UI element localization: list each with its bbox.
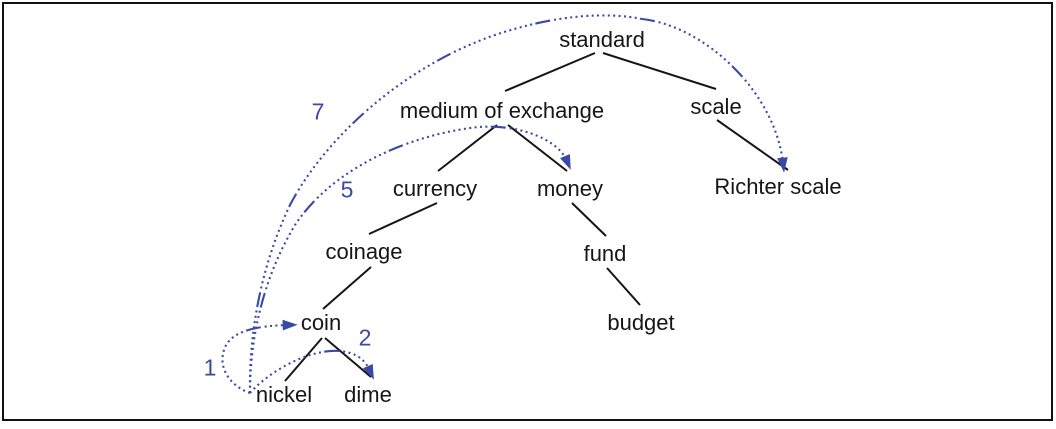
node-richter-scale: Richter scale <box>714 174 842 199</box>
arc-nickel-to-dime <box>249 349 374 394</box>
edge-fund-budget <box>606 267 641 306</box>
edge-money-fund <box>571 202 607 237</box>
node-dime: dime <box>344 382 392 407</box>
edge-standard-medium-of-exchange <box>504 52 596 92</box>
node-medium-of-exchange: medium of exchange <box>399 98 605 123</box>
arc-nickel-to-coin <box>221 319 298 394</box>
node-coinage: coinage <box>325 239 403 264</box>
figure-border <box>2 2 1053 421</box>
edge-medium-of-exchange-currency <box>437 124 498 172</box>
arc-nickel-to-richter-scale <box>248 14 788 394</box>
node-scale: scale <box>690 94 742 119</box>
distance-label-nickel-coin: 1 <box>203 354 217 381</box>
distance-label-nickel-richter-scale: 7 <box>311 98 325 125</box>
edge-scale-richter-scale <box>716 119 789 171</box>
edge-coin-nickel <box>284 337 323 382</box>
node-money: money <box>536 176 604 201</box>
node-currency: currency <box>392 176 478 201</box>
distance-label-nickel-money: 5 <box>340 176 354 203</box>
node-coin: coin <box>300 310 342 335</box>
node-standard: standard <box>559 27 645 52</box>
edge-coinage-coin <box>322 266 372 310</box>
node-budget: budget <box>607 310 675 335</box>
distance-label-nickel-dime: 2 <box>358 324 372 351</box>
edge-standard-scale <box>602 52 717 90</box>
edge-currency-coinage <box>368 202 438 235</box>
node-fund: fund <box>583 241 627 266</box>
arc-nickel-to-money <box>248 125 571 394</box>
edge-medium-of-exchange-money <box>507 124 568 172</box>
node-nickel: nickel <box>255 382 313 407</box>
